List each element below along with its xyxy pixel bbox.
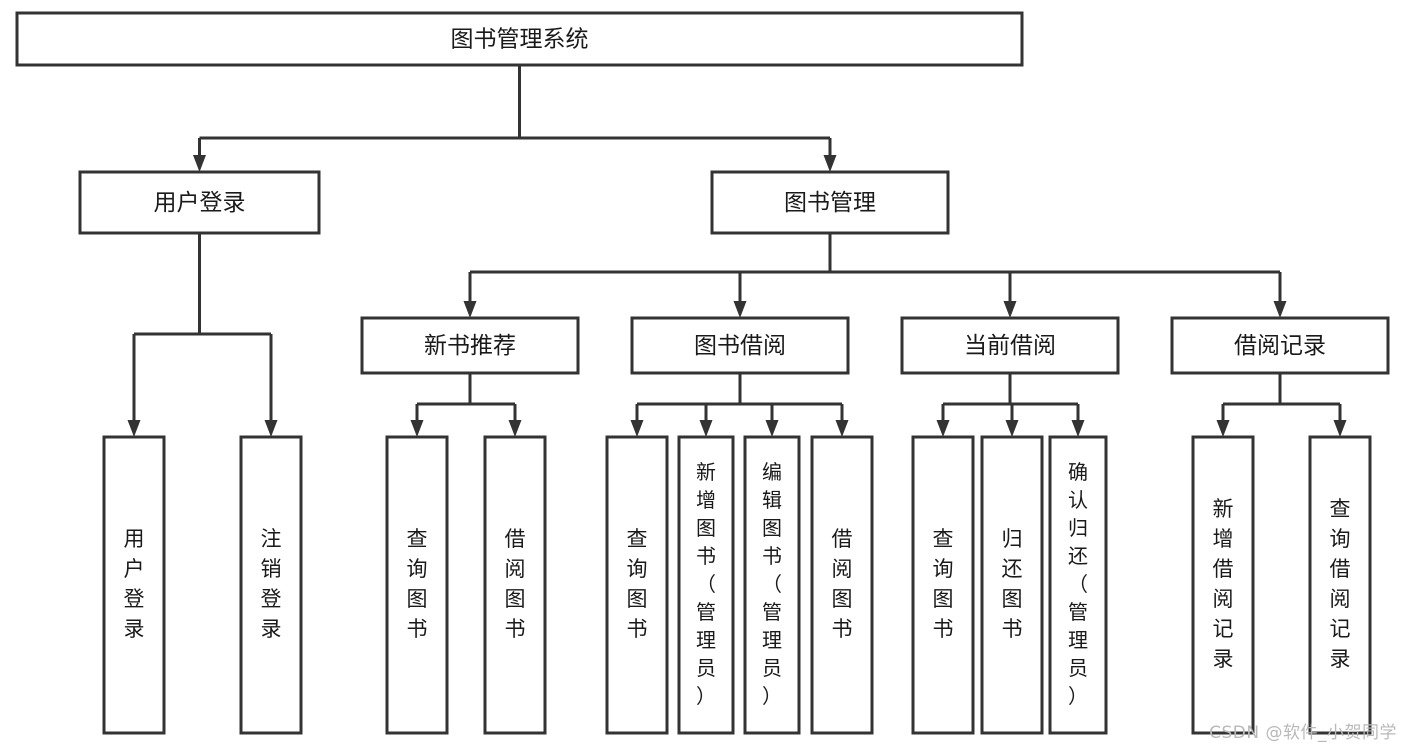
node-label-new-book-rec: 新书推荐 [424,333,516,359]
node-root[interactable]: 图书管理系统 [15,11,1024,67]
node-label-leaf-query-book: 查询图书 [627,527,648,641]
node-box-current-borrow[interactable] [900,316,1120,375]
edge-group-root [193,65,837,172]
node-box-leaf-edit-book[interactable] [743,435,801,735]
node-box-new-book-rec[interactable] [360,316,580,375]
node-label-leaf-borrow-book-rec: 借阅图书 [505,527,526,641]
node-leaf-add-book[interactable]: 新增图书（管理员） [677,435,735,735]
edge-group-current-borrow [936,373,1085,437]
node-box-leaf-borrow-book[interactable] [810,435,874,735]
node-box-leaf-query-book[interactable] [605,435,669,735]
node-box-leaf-query-book-cur[interactable] [911,435,975,735]
node-label-leaf-borrow-book: 借阅图书 [832,527,853,641]
node-label-leaf-logout: 注销登录 [261,527,282,641]
node-leaf-query-book-cur[interactable]: 查询图书 [911,435,975,735]
edge-group-book-borrow [630,373,849,437]
node-box-leaf-confirm-return[interactable] [1048,435,1108,735]
node-leaf-confirm-return[interactable]: 确认归还（管理员） [1048,435,1108,735]
node-label-leaf-add-book: 新增图书（管理员） [696,460,716,708]
node-label-leaf-user-login: 用户登录 [124,527,145,641]
edge-group-book-manage [463,233,1287,318]
node-current-borrow[interactable]: 当前借阅 [900,316,1120,375]
node-leaf-query-book-rec[interactable]: 查询图书 [385,435,449,735]
node-leaf-add-record[interactable]: 新增借阅记录 [1191,435,1255,735]
node-box-root[interactable] [15,11,1024,67]
node-book-manage[interactable]: 图书管理 [710,170,950,235]
node-box-leaf-query-book-rec[interactable] [385,435,449,735]
node-box-leaf-query-record[interactable] [1308,435,1372,735]
node-box-leaf-return-book[interactable] [980,435,1044,735]
node-box-book-borrow[interactable] [630,316,850,375]
edge-group-borrow-record [1216,373,1347,437]
node-leaf-borrow-book-rec[interactable]: 借阅图书 [483,435,547,735]
node-book-borrow[interactable]: 图书借阅 [630,316,850,375]
connectors-layer [127,65,1347,437]
node-leaf-logout[interactable]: 注销登录 [239,435,303,735]
node-box-leaf-logout[interactable] [239,435,303,735]
node-leaf-edit-book[interactable]: 编辑图书（管理员） [743,435,801,735]
node-leaf-return-book[interactable]: 归还图书 [980,435,1044,735]
node-label-user-login: 用户登录 [154,190,246,216]
node-box-leaf-borrow-book-rec[interactable] [483,435,547,735]
node-label-book-manage: 图书管理 [784,190,876,216]
node-label-root: 图书管理系统 [451,27,589,53]
node-leaf-user-login[interactable]: 用户登录 [102,435,166,735]
node-leaf-borrow-book[interactable]: 借阅图书 [810,435,874,735]
nodes-layer: 图书管理系统用户登录图书管理新书推荐图书借阅当前借阅借阅记录用户登录注销登录查询… [15,11,1390,735]
node-label-current-borrow: 当前借阅 [964,333,1056,359]
node-box-leaf-add-book[interactable] [677,435,735,735]
node-label-leaf-add-record: 新增借阅记录 [1213,497,1234,671]
node-box-user-login[interactable] [78,170,321,235]
node-label-leaf-return-book: 归还图书 [1002,527,1023,641]
node-label-book-borrow: 图书借阅 [694,333,786,359]
node-box-book-manage[interactable] [710,170,950,235]
node-box-leaf-add-record[interactable] [1191,435,1255,735]
node-label-leaf-query-record: 查询借阅记录 [1330,497,1351,671]
node-label-borrow-record: 借阅记录 [1234,333,1326,359]
edge-group-user-login [127,233,278,437]
node-user-login[interactable]: 用户登录 [78,170,321,235]
node-label-leaf-confirm-return: 确认归还（管理员） [1068,460,1088,708]
node-borrow-record[interactable]: 借阅记录 [1170,316,1390,375]
node-box-leaf-user-login[interactable] [102,435,166,735]
node-label-leaf-edit-book: 编辑图书（管理员） [762,460,782,708]
node-leaf-query-book[interactable]: 查询图书 [605,435,669,735]
node-new-book-rec[interactable]: 新书推荐 [360,316,580,375]
edge-group-new-book-rec [410,373,522,437]
node-label-leaf-query-book-rec: 查询图书 [407,527,428,641]
node-leaf-query-record[interactable]: 查询借阅记录 [1308,435,1372,735]
node-label-leaf-query-book-cur: 查询图书 [933,527,954,641]
node-box-borrow-record[interactable] [1170,316,1390,375]
